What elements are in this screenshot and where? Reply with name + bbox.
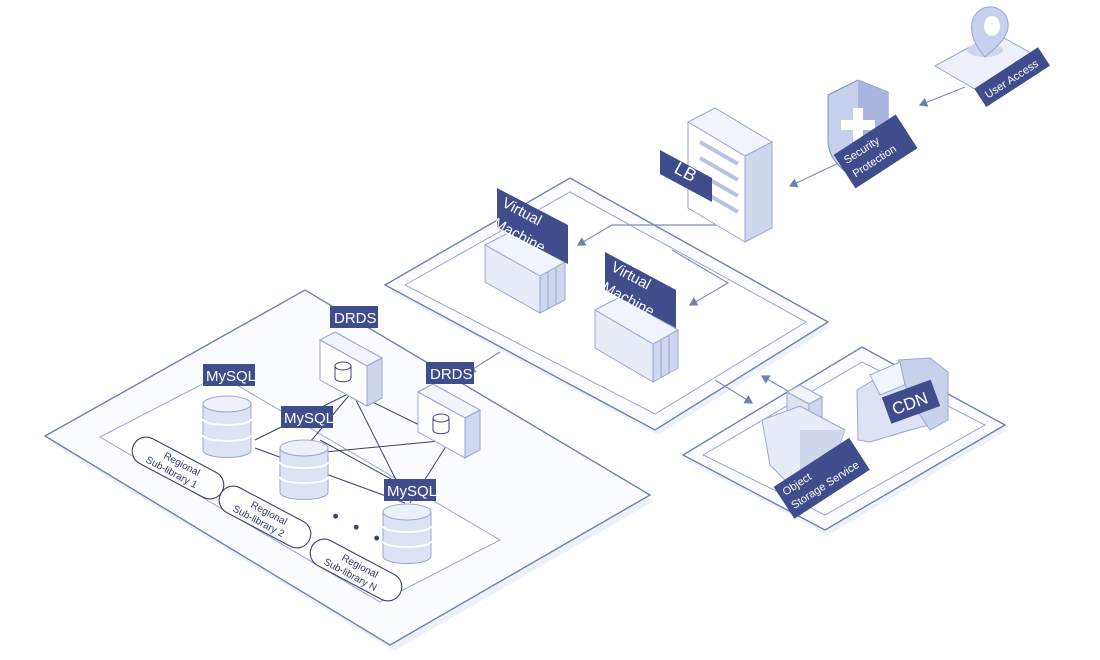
database-cylinder-icon <box>202 395 252 458</box>
drds1-label: DRDS <box>334 310 377 327</box>
regional-sub-library-n: Regional Sub-library N <box>309 538 403 602</box>
oss-badge <box>773 437 870 519</box>
mysql1-badge <box>203 364 255 386</box>
drds-node-2: DRDS <box>416 362 482 459</box>
user-access-badge <box>974 47 1051 108</box>
mysql2-label: MySQL <box>284 410 334 427</box>
security-protection-node: Security Protection <box>827 79 918 189</box>
mysql1-label: MySQL <box>206 368 256 385</box>
server-rack-icon <box>686 107 774 243</box>
virtual-machine-node-1: Virtual Machine <box>483 188 568 314</box>
drds2-label: DRDS <box>430 366 473 383</box>
mysql3-badge <box>384 479 436 501</box>
security-badge <box>833 114 918 189</box>
mysql2-badge <box>281 406 333 428</box>
load-balancer-node: LB <box>660 107 774 243</box>
vm1-badge <box>497 188 568 264</box>
cdn-node: CDN <box>856 357 949 443</box>
mysql-node-2: MySQL <box>279 406 334 500</box>
mysql-node-1: MySQL <box>202 364 256 458</box>
cdn-badge <box>881 379 941 424</box>
drds-server-icon <box>416 383 482 459</box>
connection-lines <box>466 86 966 404</box>
mysql3-label: MySQL <box>387 483 437 500</box>
vm2-badge <box>605 252 676 328</box>
vm-server-icon <box>593 296 680 383</box>
lb-badge <box>660 150 712 202</box>
mysql-node-3: MySQL <box>382 479 437 564</box>
database-cylinder-icon <box>382 503 432 564</box>
database-cylinder-icon <box>279 439 329 500</box>
drds-server-icon <box>318 331 384 407</box>
vm-server-icon <box>483 231 567 314</box>
drds2-badge <box>426 362 474 384</box>
drds1-badge <box>330 306 378 328</box>
location-pin-icon <box>967 6 1009 58</box>
object-storage-node: Object Storage Service <box>761 384 870 519</box>
drds-node-1: DRDS <box>318 306 384 407</box>
